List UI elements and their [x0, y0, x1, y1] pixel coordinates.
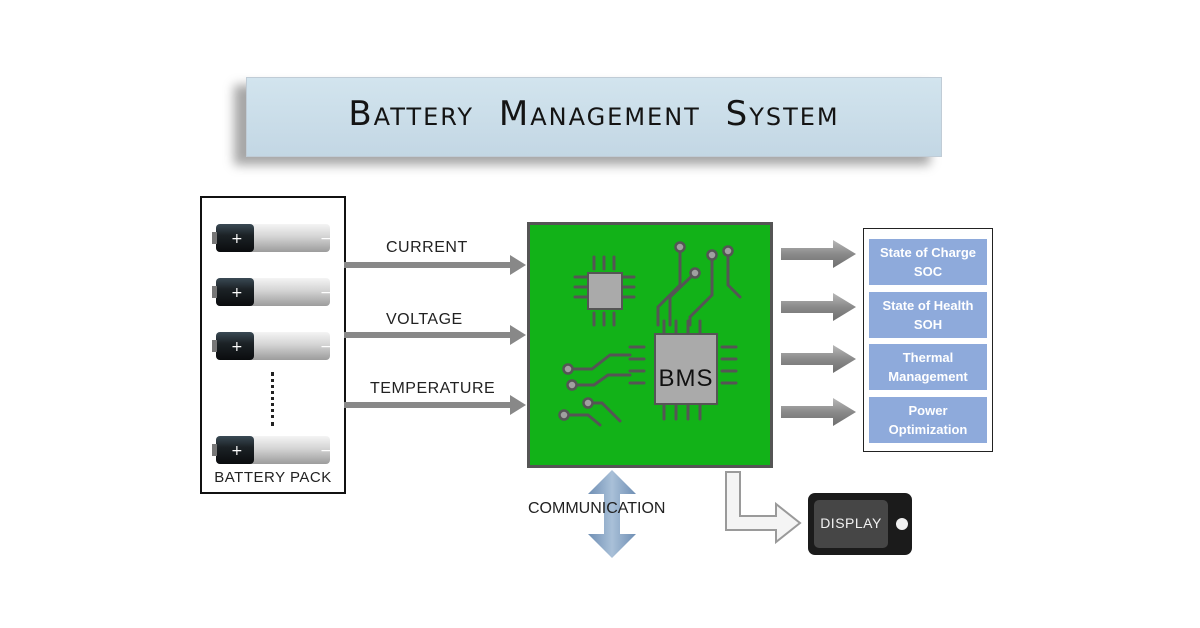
arrow-voltage	[344, 325, 526, 345]
signal-label-temperature: TEMPERATURE	[370, 380, 496, 397]
arrow-temperature	[344, 395, 526, 415]
svg-text:+: +	[231, 285, 243, 301]
battery-cell-1: + −	[212, 222, 332, 254]
diagram-title: Battery Management System	[348, 94, 840, 134]
svg-text:+: +	[231, 339, 243, 355]
svg-text:−: −	[320, 285, 332, 301]
svg-text:−: −	[320, 339, 332, 355]
signal-label-voltage: VOLTAGE	[386, 311, 463, 328]
signal-label-current: CURRENT	[386, 239, 468, 256]
title-banner: Battery Management System	[246, 77, 942, 157]
arrow-current	[344, 255, 526, 275]
display-screen: DISPLAY	[814, 500, 888, 548]
bms-board: BMS	[527, 222, 773, 468]
battery-pack: + − + − + − + − BATTERY PACK	[200, 196, 346, 494]
svg-text:−: −	[320, 443, 332, 459]
display-knob-icon	[896, 518, 908, 530]
battery-pack-label: BATTERY PACK	[214, 469, 332, 486]
arrow-to-power	[781, 398, 856, 426]
arrow-to-soh	[781, 293, 856, 321]
communication-arrow	[588, 470, 636, 558]
circuit-traces	[558, 241, 742, 427]
bms-label: BMS	[658, 365, 714, 392]
communication-label: COMMUNICATION	[528, 500, 666, 517]
battery-cell-3: + −	[212, 330, 332, 362]
arrow-to-thermal	[781, 345, 856, 373]
display-label: DISPLAY	[820, 515, 882, 531]
svg-text:−: −	[320, 231, 332, 247]
output-arrows	[781, 240, 856, 426]
svg-text:+: +	[231, 231, 243, 247]
battery-cell-4: + −	[212, 434, 332, 466]
display-device: DISPLAY	[808, 493, 912, 555]
battery-cell-2: + −	[212, 276, 332, 308]
display-arrow	[725, 471, 802, 545]
small-chip	[587, 272, 623, 310]
bms-chip: BMS	[654, 333, 718, 405]
ellipsis-dots	[271, 372, 274, 426]
arrow-to-soc	[781, 240, 856, 268]
svg-text:+: +	[231, 443, 243, 459]
input-arrows	[344, 255, 526, 415]
